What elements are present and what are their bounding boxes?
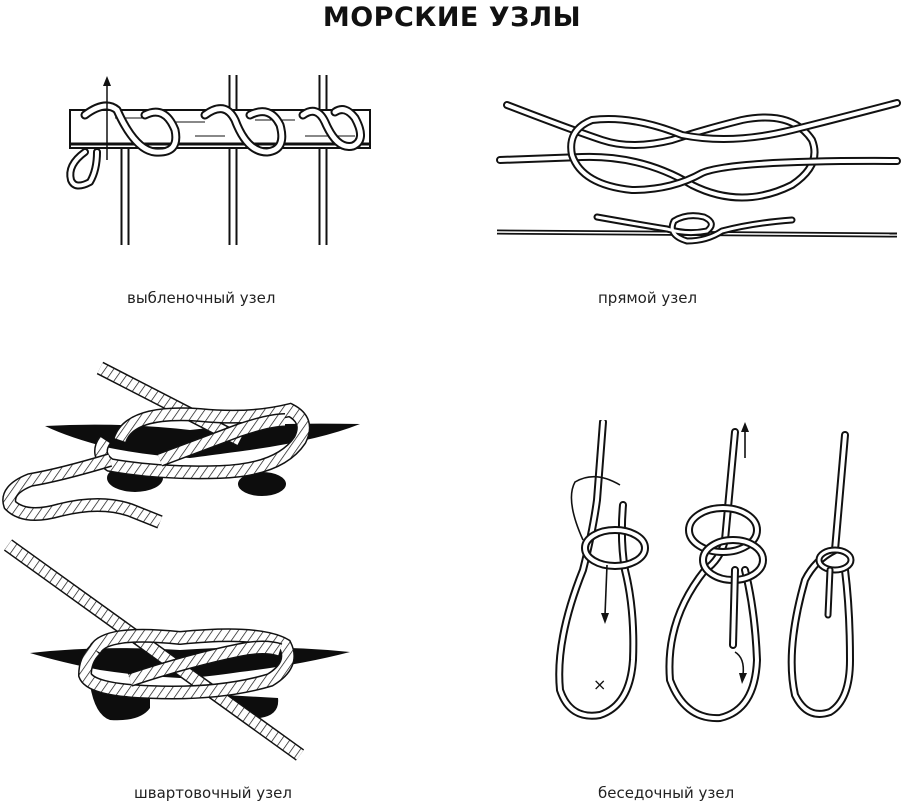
knot-label-cleat-hitch: швартовочный узел <box>134 784 292 802</box>
knot-label-bowline: беседочный узел <box>598 784 735 802</box>
bowline-mark: × <box>593 675 606 694</box>
reef-knot-open <box>496 99 901 202</box>
bowline-step-1: × <box>555 420 649 720</box>
reef-knot-illustration <box>496 99 901 245</box>
cleat-hitch-illustration <box>2 361 360 761</box>
knot-label-reef-knot: прямой узел <box>598 289 698 307</box>
bowline-illustration: × <box>555 420 855 723</box>
vertical-ropes <box>120 75 328 245</box>
page-title: МОРСКИЕ УЗЛЫ <box>322 2 582 33</box>
cleat-lower-rope <box>3 539 305 761</box>
arrow-down-icon <box>734 651 747 684</box>
cleat-upper-rope <box>2 361 311 529</box>
knot-label-clove-hitch: выбленочный узел <box>127 289 276 307</box>
clove-hitch-illustration <box>66 75 371 245</box>
reef-knot-tight <box>496 212 898 245</box>
hitch-loops <box>80 101 365 157</box>
arrow-down-icon <box>601 564 609 624</box>
arrow-up-icon <box>103 76 111 160</box>
bowline-step-2 <box>665 422 767 723</box>
bowline-step-3 <box>787 431 855 718</box>
arrow-up-icon <box>741 422 749 458</box>
